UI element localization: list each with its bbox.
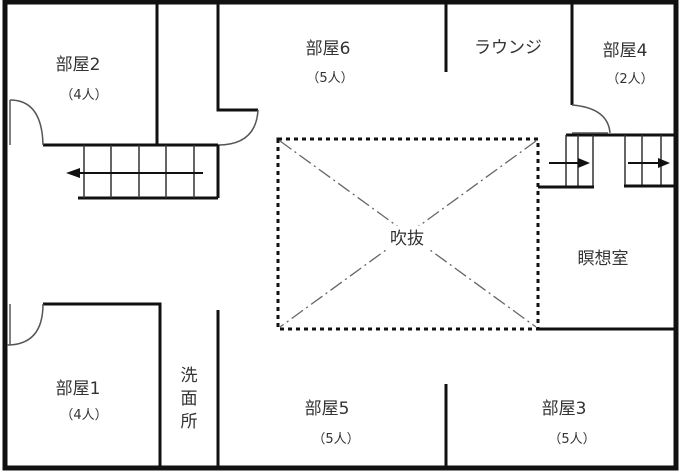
lounge-label: ラウンジ [474,38,542,58]
stairs-right-1 [538,135,594,189]
door-room4[interactable] [571,104,611,134]
interior-walls [43,2,676,468]
room5-capacity: （5人） [312,432,359,447]
room6-label: 部屋6 [306,39,351,59]
washroom-label: 洗 面 所 [181,366,198,432]
room4-label: 部屋4 [603,41,648,61]
room5-label: 部屋5 [305,399,350,419]
door-room6[interactable] [217,109,259,146]
door-room1[interactable] [6,303,44,346]
void-label: 吹抜 [390,229,424,249]
room1-capacity: （4人） [60,408,107,423]
stairs-left [66,145,220,200]
room6-capacity: （5人） [306,71,353,86]
room2-label: 部屋2 [56,55,101,75]
room4-capacity: （2人） [606,72,653,87]
meditation-room-label: 瞑想室 [578,249,629,269]
room3-label: 部屋3 [542,399,587,419]
svg-text:所: 所 [181,412,198,432]
room2-capacity: （4人） [60,88,107,103]
svg-text:洗: 洗 [181,366,198,386]
door-room2[interactable] [9,99,44,146]
room3-capacity: （5人） [548,432,595,447]
arrow-right-icon [549,158,590,168]
stairs-right-2 [624,135,676,188]
void-area [276,137,540,331]
arrow-right-icon [628,158,670,168]
room1-label: 部屋1 [56,379,101,399]
arrow-left-icon [66,168,203,178]
svg-text:面: 面 [181,389,198,409]
